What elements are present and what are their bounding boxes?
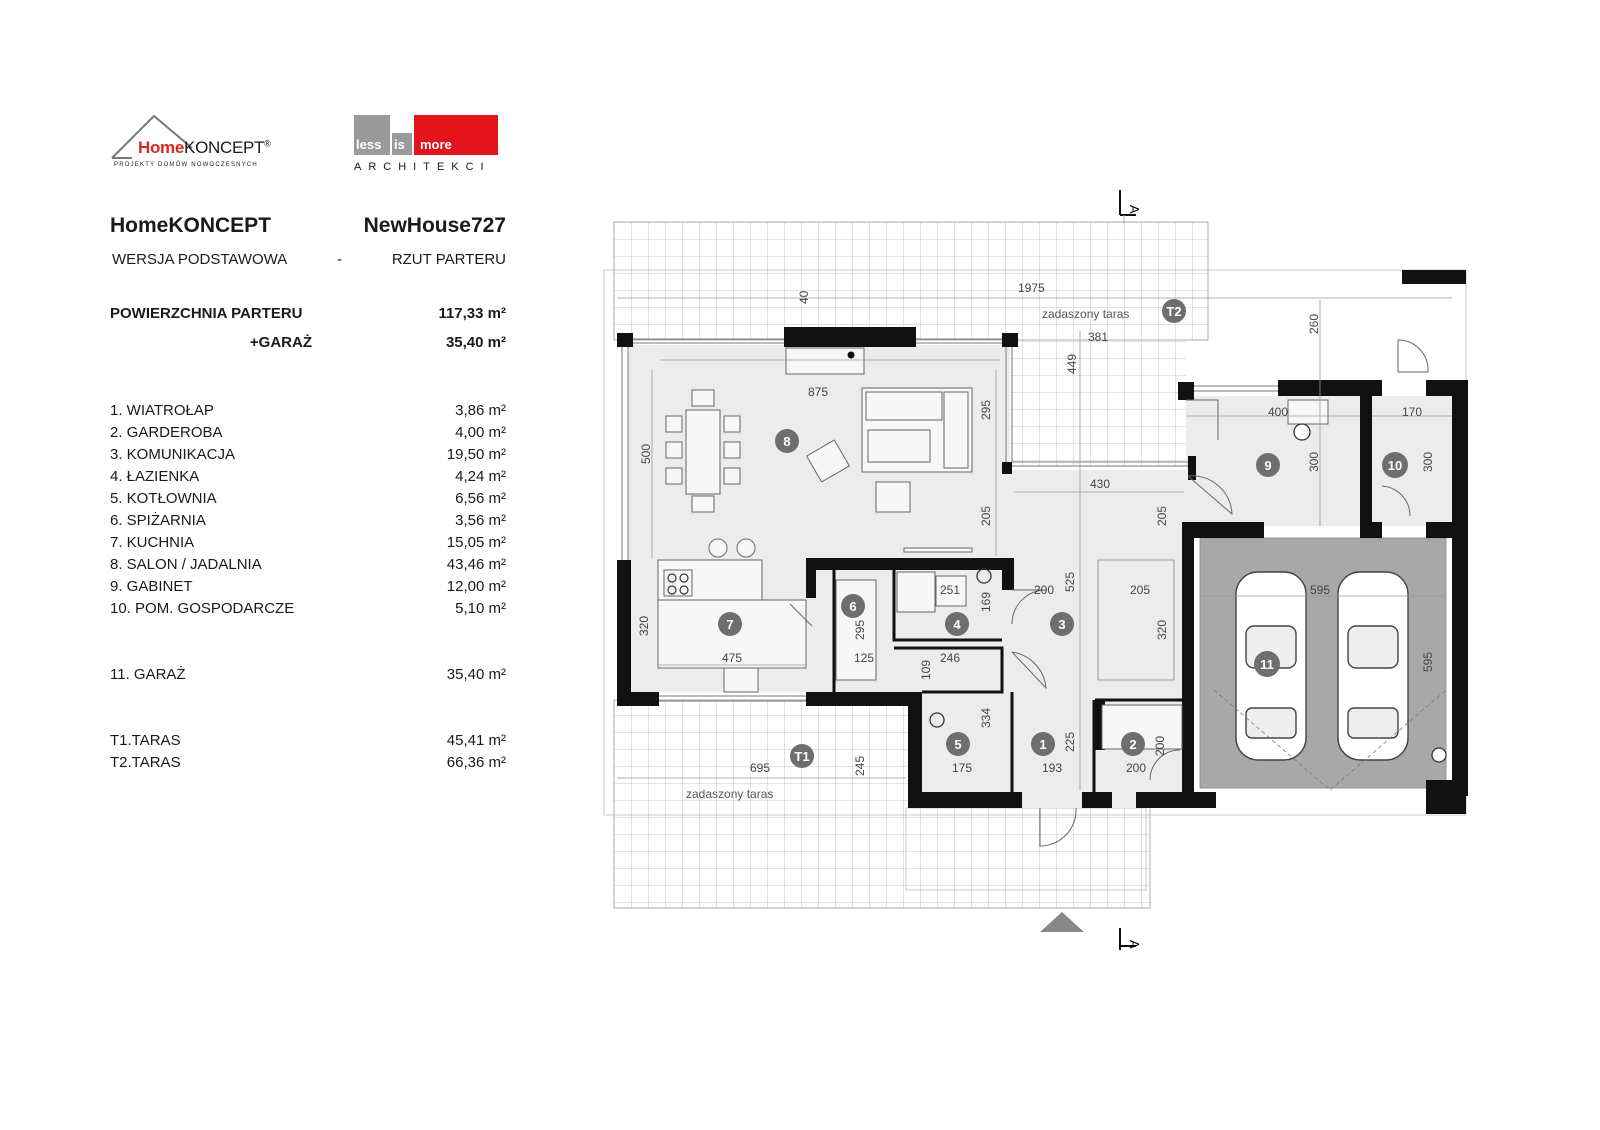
garage-surface-label: +GARAŻ (249, 334, 312, 351)
project-name: NewHouse727 (363, 214, 506, 237)
less-is-more-subtitle: ARCHITEKCI (354, 161, 491, 173)
view-label: RZUT PARTERU (391, 251, 506, 268)
homekoncept-logo: HomeKONCEPT® PROJEKTY DOMÓW NOWOCZESNYCH (110, 112, 300, 174)
svg-text:40: 40 (797, 290, 811, 304)
door-swings (789, 339, 1429, 847)
svg-text:595: 595 (1310, 583, 1330, 597)
less-is-more-logo: less is more ARCHITEKCI (354, 115, 504, 175)
svg-text:7: 7 (726, 617, 733, 632)
svg-text:193: 193 (1042, 761, 1062, 775)
walls (617, 270, 1468, 814)
garage-surface-value: 35,40 m² (445, 334, 506, 351)
svg-text:225: 225 (1063, 732, 1077, 752)
svg-text:251: 251 (940, 583, 960, 597)
homekoncept-wordmark: HomeKONCEPT® (138, 138, 271, 157)
svg-text:4: 4 (953, 617, 961, 632)
svg-text:8: 8 (783, 434, 790, 449)
svg-text:A: A (1127, 940, 1142, 949)
svg-text:695: 695 (750, 761, 770, 775)
svg-text:3: 3 (1058, 617, 1065, 632)
svg-text:1: 1 (1039, 737, 1046, 752)
svg-text:1975: 1975 (1018, 281, 1045, 295)
svg-text:475: 475 (722, 651, 742, 665)
terrace-t2-paving (613, 221, 1209, 341)
ground-surface-value: 117,33 m² (438, 305, 506, 322)
terrace-note-t2: zadaszony taras (1042, 307, 1129, 321)
entrance-arrow-icon (1040, 912, 1084, 932)
svg-text:449: 449 (1065, 354, 1079, 374)
svg-text:169: 169 (979, 592, 993, 612)
svg-text:2: 2 (1129, 737, 1136, 752)
svg-text:205: 205 (1130, 583, 1150, 597)
svg-text:875: 875 (808, 385, 828, 399)
section-marker-top: A (1119, 190, 1142, 224)
svg-text:A: A (1127, 205, 1142, 214)
terrace-note-t1: zadaszony taras (686, 787, 773, 801)
svg-text:T2: T2 (1166, 304, 1181, 319)
section-marker-bottom: A (1119, 928, 1142, 950)
svg-text:260: 260 (1307, 314, 1321, 334)
homekoncept-tagline: PROJEKTY DOMÓW NOWOCZESNYCH (114, 162, 258, 168)
svg-text:295: 295 (979, 400, 993, 420)
svg-text:205: 205 (979, 506, 993, 526)
svg-text:246: 246 (940, 651, 960, 665)
svg-text:200: 200 (1153, 736, 1167, 756)
svg-text:300: 300 (1421, 452, 1435, 472)
svg-text:11: 11 (1260, 657, 1274, 672)
room-badges: 1 2 3 4 5 6 7 8 9 10 11 T1 T2 (718, 299, 1408, 768)
svg-text:500: 500 (639, 444, 653, 464)
ground-surface-label: POWIERZCHNIA PARTERU (110, 305, 303, 322)
svg-text:200: 200 (1034, 583, 1054, 597)
house-roof-icon (111, 114, 193, 159)
terrace-t2-inner-paving (1010, 340, 1186, 466)
svg-text:320: 320 (637, 616, 651, 636)
svg-text:205: 205 (1155, 506, 1169, 526)
svg-text:334: 334 (979, 708, 993, 728)
svg-text:109: 109 (919, 660, 933, 680)
cooktop-icon (667, 573, 689, 595)
svg-text:400: 400 (1268, 405, 1288, 419)
header-dash: - (337, 251, 342, 268)
svg-text:245: 245 (853, 756, 867, 776)
svg-text:320: 320 (1155, 620, 1169, 640)
company-name: HomeKONCEPT (110, 214, 272, 237)
dimension-lines (617, 297, 1452, 790)
furniture (657, 347, 1329, 750)
svg-text:10: 10 (1388, 458, 1402, 473)
svg-text:525: 525 (1063, 572, 1077, 592)
partitions (832, 570, 1186, 792)
svg-text:430: 430 (1090, 477, 1110, 491)
svg-text:295: 295 (853, 620, 867, 640)
svg-text:170: 170 (1402, 405, 1422, 419)
svg-text:9: 9 (1264, 458, 1271, 473)
svg-text:T1: T1 (794, 749, 809, 764)
svg-text:5: 5 (954, 737, 961, 752)
dimension-labels: 1975 40 381 449 260 875 295 500 205 205 … (637, 281, 1435, 776)
car-right-icon (1337, 571, 1409, 761)
svg-text:381: 381 (1088, 330, 1108, 344)
version-label: WERSJA PODSTAWOWA (112, 251, 288, 268)
floor-plan: A A zadaszony taras zadaszony taras 1 2 … (603, 190, 1468, 950)
svg-text:200: 200 (1126, 761, 1146, 775)
glazing (621, 338, 1278, 702)
svg-text:175: 175 (952, 761, 972, 775)
svg-text:6: 6 (849, 599, 856, 614)
svg-text:125: 125 (854, 651, 874, 665)
garage-door-swing (1213, 689, 1447, 791)
svg-text:595: 595 (1421, 652, 1435, 672)
svg-text:300: 300 (1307, 452, 1321, 472)
